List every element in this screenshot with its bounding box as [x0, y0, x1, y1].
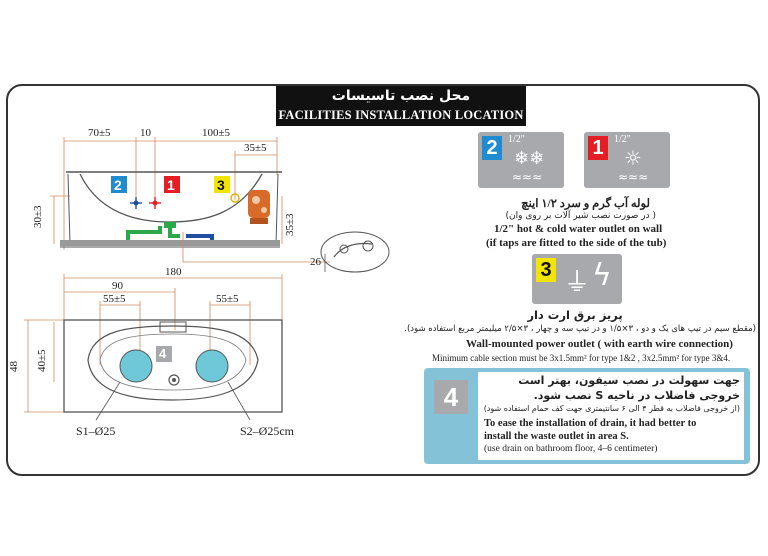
side-view [50, 137, 283, 250]
dim-48: 48 [8, 361, 20, 372]
power-label-badge [214, 176, 230, 193]
plug-icon: ⏚ [564, 268, 591, 298]
outer-frame [6, 84, 760, 476]
dim-100: 100±5 [202, 127, 231, 139]
label-2: 2 [114, 177, 122, 193]
cold-label-badge [111, 176, 127, 193]
side-view-tub [60, 171, 282, 248]
dim-30-height: 30±3 [32, 205, 44, 228]
dim-10: 10 [140, 127, 151, 139]
top-view-dims [24, 274, 283, 413]
hot-badge: 1 [588, 136, 608, 160]
dim-180: 180 [165, 266, 182, 278]
power-text-en: Wall-mounted power outlet ( with earth w… [466, 338, 733, 350]
water-wave-icon: ≈≈≈ [512, 170, 543, 184]
label-1: 1 [167, 177, 175, 193]
label-3: 3 [217, 177, 225, 193]
power-outlet-icon: 3 ⏚ ϟ [532, 254, 622, 304]
title-persian: محل نصب تاسیسات [331, 88, 471, 104]
title-banner: محل نصب تاسیسات FACILITIES INSTALLATION … [276, 86, 526, 126]
drain-text-fa-1: جهت سهولت در نصب سیفون، بهتر است [518, 374, 740, 387]
cold-badge: 2 [482, 136, 502, 160]
title-english: FACILITIES INSTALLATION LOCATION [278, 108, 524, 122]
top-view-tub [63, 319, 283, 421]
area-4-label: 4 [159, 346, 167, 361]
snowflake-icon: ❄❄ [514, 148, 545, 169]
s2-label: S2–Ø25cm [240, 424, 294, 438]
drain-text-fa-2: خروجی فاضلاب در ناحیه S نصب شود. [533, 389, 740, 402]
water-note-fa: ( در صورت نصب شیر آلات بر روی وان) [505, 211, 656, 221]
power-badge: 3 [536, 258, 556, 282]
hot-size: 1/2" [614, 134, 631, 145]
water-note-en: (if taps are fitted to the side of the t… [486, 237, 667, 249]
drain-text-en-1: To ease the installation of drain, it ha… [484, 418, 697, 429]
water-wave-icon: ≈≈≈ [618, 170, 649, 184]
pipe-detail [182, 231, 390, 273]
water-text-en: 1/2" hot & cold water outlet on wall [494, 223, 663, 235]
hot-label-badge [164, 176, 180, 193]
dim-55-right: 55±5 [216, 293, 239, 305]
dim-35: 35±5 [244, 142, 267, 154]
area-4-badge [156, 346, 172, 362]
cold-size: 1/2" [508, 134, 525, 145]
dim-55-left: 55±5 [103, 293, 126, 305]
drain-badge: 4 [434, 380, 468, 414]
lightning-icon: ϟ [592, 258, 612, 293]
s1-label: S1–Ø25 [76, 424, 116, 438]
drain-note-fa: (از خروجی فاضلاب به قطر ۴ الی ۶ سانتیمتر… [483, 404, 740, 413]
power-note-fa: (مقطع سیم در تیپ های یک و دو ، ۳×۱/۵ و د… [404, 324, 756, 334]
hot-water-icon: 1 1/2" ☼ ≈≈≈ [584, 132, 670, 188]
pump-motor-icon [248, 190, 270, 224]
water-text-fa: لوله آب گرم و سرد ۱/۲ اینچ [521, 198, 650, 210]
drain-info-inner [478, 372, 744, 460]
drain-text-en-2: install the waste outlet in area S. [484, 431, 629, 442]
dim-70: 70±5 [88, 127, 111, 139]
dim-35-height: 35±3 [284, 213, 296, 236]
sun-icon: ☼ [624, 146, 642, 170]
dim-40: 40±5 [36, 349, 48, 372]
dim-90: 90 [112, 280, 123, 292]
power-note-en: Minimum cable section must be 3x1.5mm² f… [432, 353, 731, 363]
dim-26: 26 [310, 256, 321, 268]
drain-note-en: (use drain on bathroom floor, 4–6 centim… [484, 444, 658, 454]
power-text-fa: پریز برق ارت دار [527, 308, 623, 322]
cold-water-icon: 2 1/2" ❄❄ ≈≈≈ [478, 132, 564, 188]
